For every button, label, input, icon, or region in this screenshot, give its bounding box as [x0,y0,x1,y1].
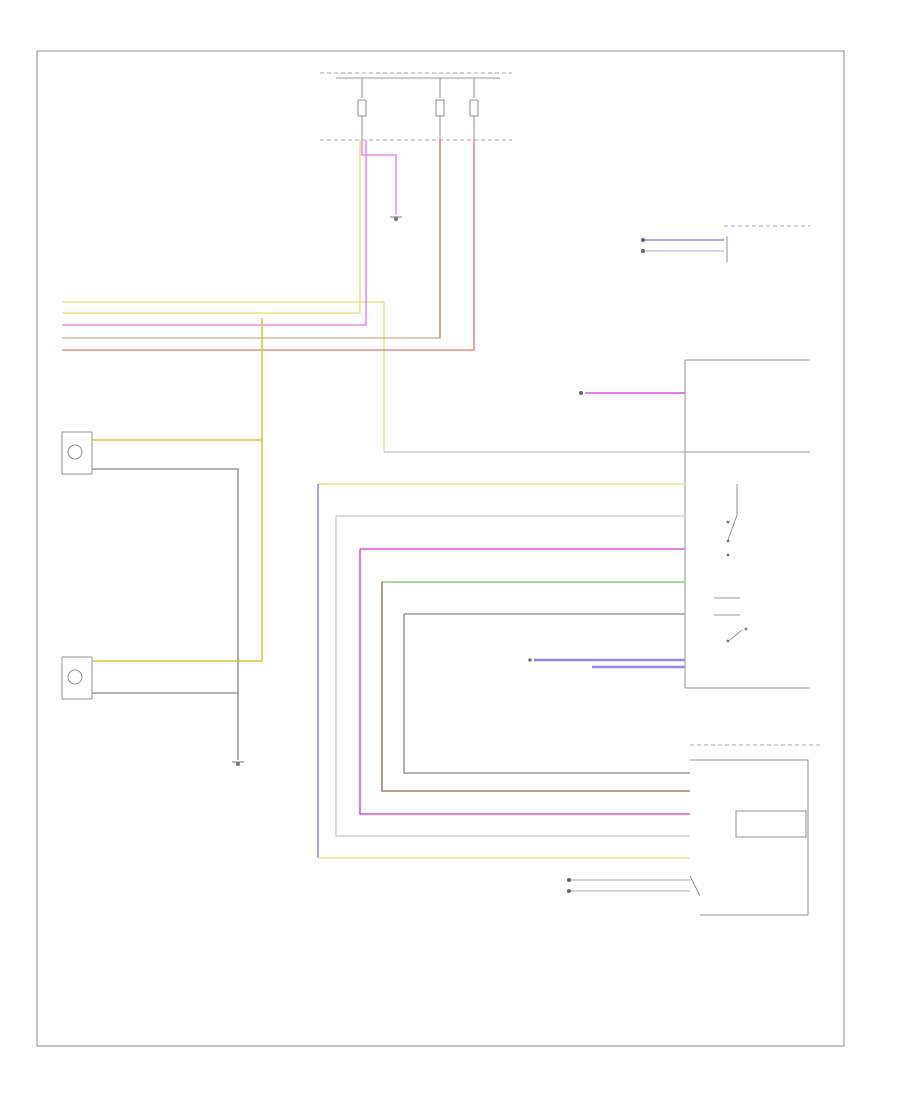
harness-wires [62,140,475,452]
multifunction-wires [317,484,690,859]
fuse-icon [357,99,479,117]
lamp-icon [67,444,83,460]
switch-input-wires [318,391,685,669]
connector-icon [641,238,645,253]
lamp-wires [92,318,263,766]
connector-icon [567,878,571,893]
left-lamp [61,656,93,700]
connector-icon [528,391,583,662]
diagram-frame [36,50,845,1047]
ground-icon [390,216,402,221]
ground-icon [232,761,244,766]
right-lamp [61,431,93,475]
headlamp-switch [684,359,810,689]
fuse-box [320,72,512,141]
switch-icon [726,484,748,643]
lamp-icon [67,669,83,685]
multifunction-switch [567,744,822,916]
instrument-connector [641,225,810,262]
